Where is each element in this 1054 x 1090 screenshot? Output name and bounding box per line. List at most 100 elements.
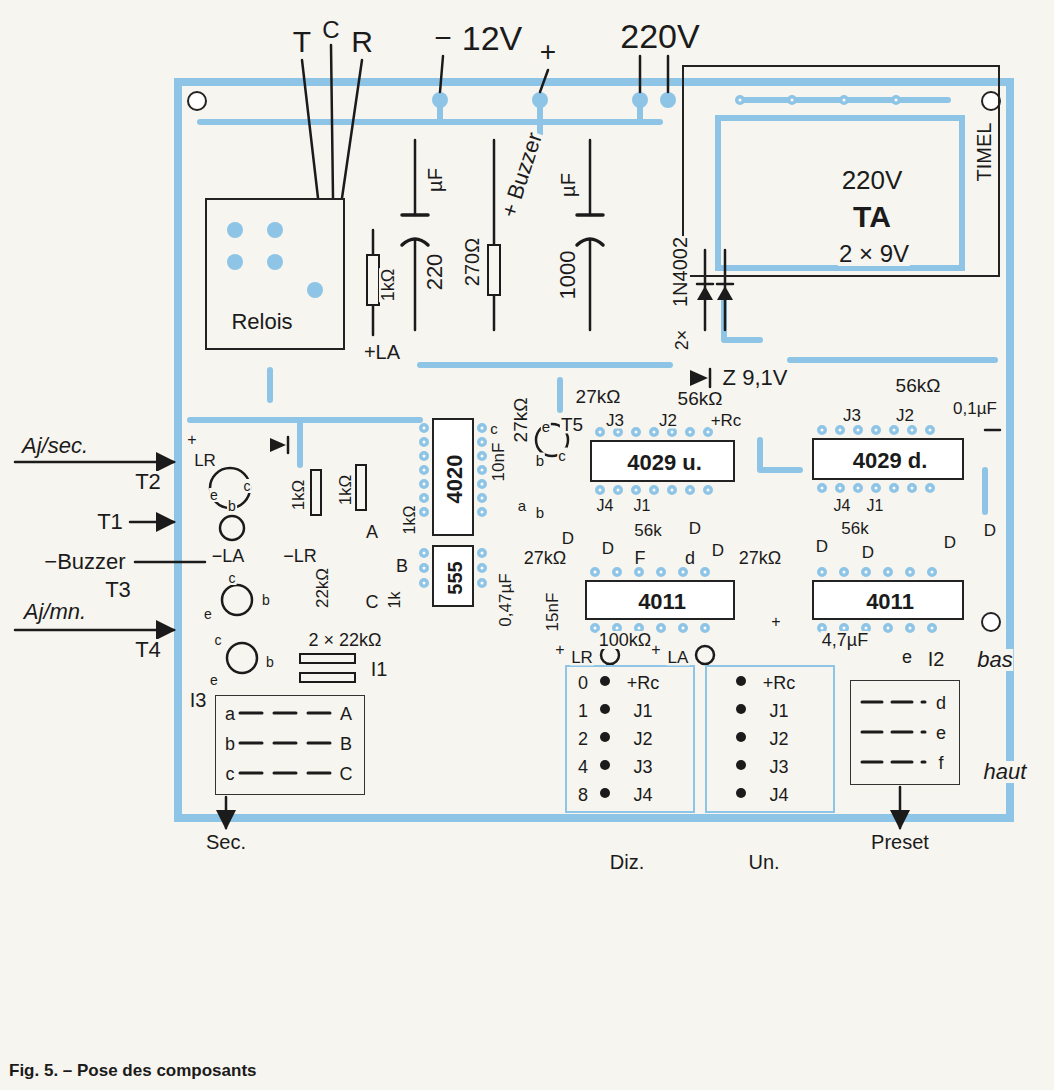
ic-pad [632, 92, 648, 108]
part-label: 1kΩ [402, 505, 418, 536]
ic-pad [227, 222, 243, 238]
part-label: J4 [596, 498, 615, 514]
ic-pad [600, 485, 726, 495]
ic-pad [822, 483, 948, 493]
ic-pad [822, 487, 948, 490]
copper-track [557, 380, 563, 410]
part-label: c [214, 633, 223, 647]
capacitor-symbol [577, 239, 603, 245]
resistor-symbol [300, 140, 500, 682]
part-label: c [489, 421, 499, 436]
part-label: 1000 [557, 250, 579, 301]
part-label: D [815, 538, 829, 555]
part-label: b [227, 499, 237, 513]
node-text: 220V [841, 167, 904, 193]
part-label: 0,47µF [497, 572, 514, 627]
copper-track [724, 300, 760, 340]
connector-pin [600, 788, 610, 798]
pointer-arrow [15, 629, 174, 632]
node-text: c [225, 765, 236, 783]
board-outline [178, 82, 1010, 818]
ic-pad [307, 282, 323, 298]
board-outline [188, 92, 206, 110]
part-label: µF [558, 172, 578, 198]
connector-pin [600, 760, 610, 770]
wire [135, 45, 668, 562]
pointer-arrow [899, 787, 902, 828]
capacitor-symbol [402, 213, 428, 217]
ic-pad [432, 92, 448, 108]
ic-pad [532, 92, 548, 108]
ic-pad [600, 431, 726, 434]
ic-pad [740, 95, 948, 105]
copper-track [420, 362, 670, 368]
board-outline [982, 92, 1000, 110]
node-text: b [224, 735, 236, 753]
part-label: 1N4002 [670, 236, 690, 308]
connector-pin [736, 732, 746, 742]
part-label: Aj/mn. [23, 601, 87, 623]
wire [331, 45, 333, 198]
copper-track [982, 470, 988, 512]
node-text: J2 [768, 730, 789, 748]
part-label: b [261, 593, 271, 607]
part-label: Sec. [205, 832, 247, 852]
connector-block: 0+Rc1J12J24J38J4Diz. [565, 665, 695, 813]
part-label: T5 [560, 415, 584, 434]
part-label: Preset [870, 832, 930, 852]
part-label: D [983, 522, 997, 539]
part-label: e [541, 419, 551, 434]
capacitor-symbol [589, 140, 592, 215]
part-label: −LR [282, 547, 318, 565]
part-label: Aj/sec. [21, 435, 89, 457]
copper-track [790, 357, 995, 363]
part-label: D [561, 530, 575, 547]
diode-symbol [270, 438, 286, 452]
transistor-symbol [227, 643, 257, 673]
node-text: B [339, 735, 353, 753]
node-text: 8 [577, 786, 589, 804]
board-outline [982, 613, 1000, 631]
part-label: 4,7µF [821, 631, 869, 649]
part-label: T3 [104, 579, 132, 601]
copper-track [267, 370, 273, 400]
copper-track [297, 420, 303, 465]
transformer-box: 220VTA2 × 9VTIMEL [682, 65, 1000, 277]
ic-pad [600, 489, 726, 492]
ic-box: 4011 [812, 580, 964, 620]
part-label: 1kΩ [290, 479, 307, 512]
connector-pin [736, 676, 746, 686]
part-label: c [228, 571, 237, 585]
part-label: D [861, 544, 875, 561]
part-label: 220 [424, 253, 446, 292]
wire [667, 56, 670, 92]
part-label: 220V [619, 19, 700, 53]
wire [440, 56, 443, 92]
part-label: bas [976, 649, 1013, 671]
switch-contact [240, 742, 335, 745]
part-label: 56k [840, 520, 869, 537]
part-label: c [243, 479, 252, 493]
part-label: 100kΩ [598, 631, 653, 649]
part-label: −LA [211, 547, 246, 565]
part-label: 56kΩ [895, 376, 942, 395]
part-label: + [539, 38, 557, 66]
part-label: J3 [842, 407, 862, 424]
part-label: LA [667, 649, 690, 666]
part-label: D [688, 520, 702, 537]
node-text: 2 × 9V [838, 242, 910, 266]
transistor-symbol [220, 516, 244, 540]
resistor-symbol [493, 140, 496, 330]
part-label: 1kΩ [379, 268, 397, 302]
wire [540, 70, 548, 92]
part-label: d [684, 549, 696, 567]
part-label: +LA [363, 342, 401, 362]
node-text: 4011 [865, 591, 915, 613]
copper-track [760, 440, 800, 470]
part-label: I3 [189, 690, 208, 710]
part-label: J2 [895, 407, 915, 424]
part-label: +Rc [710, 412, 743, 429]
node-text: 4011 [637, 591, 687, 613]
node-text: f [937, 754, 944, 772]
ic-pad [267, 254, 283, 270]
